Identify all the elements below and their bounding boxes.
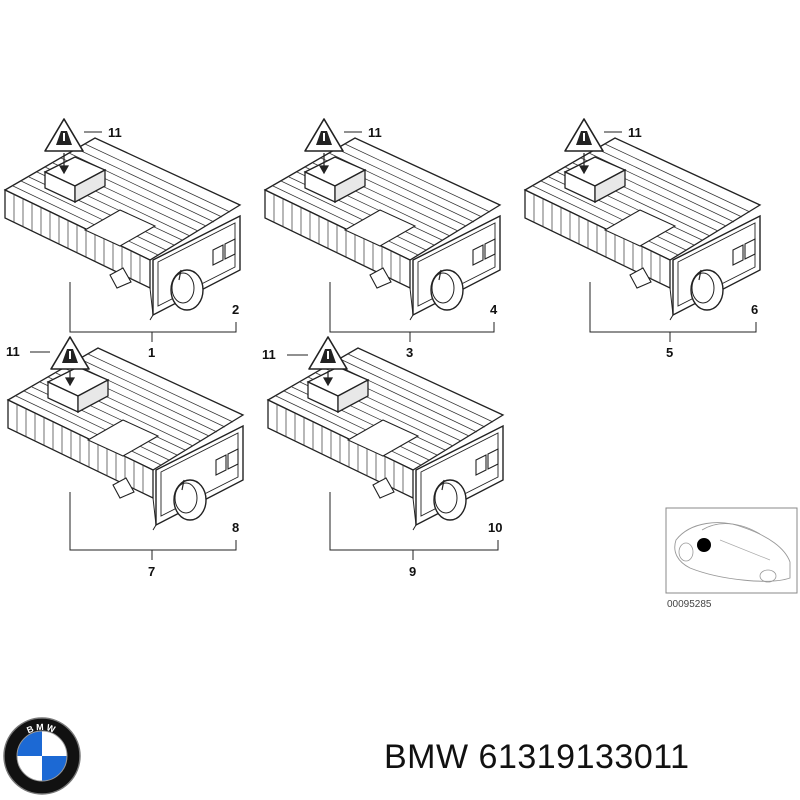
- vehicle-locator-inset: [665, 507, 798, 594]
- callout-2: 2: [232, 302, 239, 317]
- module-9: [267, 347, 504, 531]
- callout-3: 3: [406, 345, 413, 360]
- callout-11: 11: [628, 125, 642, 140]
- module-7: [7, 347, 244, 531]
- callout-4: 4: [490, 302, 498, 317]
- diagram-reference-number: 00095285: [667, 599, 712, 610]
- callout-11: 11: [6, 344, 20, 359]
- module-3: [264, 137, 501, 321]
- callout-5: 5: [666, 345, 673, 360]
- bmw-logo-icon: BMW: [3, 717, 81, 795]
- callout-10: 10: [488, 520, 502, 535]
- part-number: 61319133011: [478, 738, 690, 776]
- location-marker: [697, 538, 711, 552]
- callout-1: 1: [148, 345, 155, 360]
- module-5: [524, 137, 761, 321]
- callout-7: 7: [148, 564, 155, 579]
- warning-sign-icon: [304, 118, 344, 152]
- warning-sign-icon: [308, 336, 348, 370]
- part-caption: BMW 61319133011: [384, 738, 690, 777]
- callout-11: 11: [262, 347, 276, 362]
- module-1: [4, 137, 241, 321]
- callout-6: 6: [751, 302, 758, 317]
- callout-11: 11: [368, 125, 382, 140]
- callout-11: 11: [108, 125, 122, 140]
- callout-8: 8: [232, 520, 239, 535]
- warning-sign-icon: [564, 118, 604, 152]
- brand-name: BMW: [384, 738, 469, 776]
- warning-sign-icon: [44, 118, 84, 152]
- callout-9: 9: [409, 564, 416, 579]
- svg-text:BMW: BMW: [25, 722, 58, 736]
- warning-sign-icon: [50, 336, 90, 370]
